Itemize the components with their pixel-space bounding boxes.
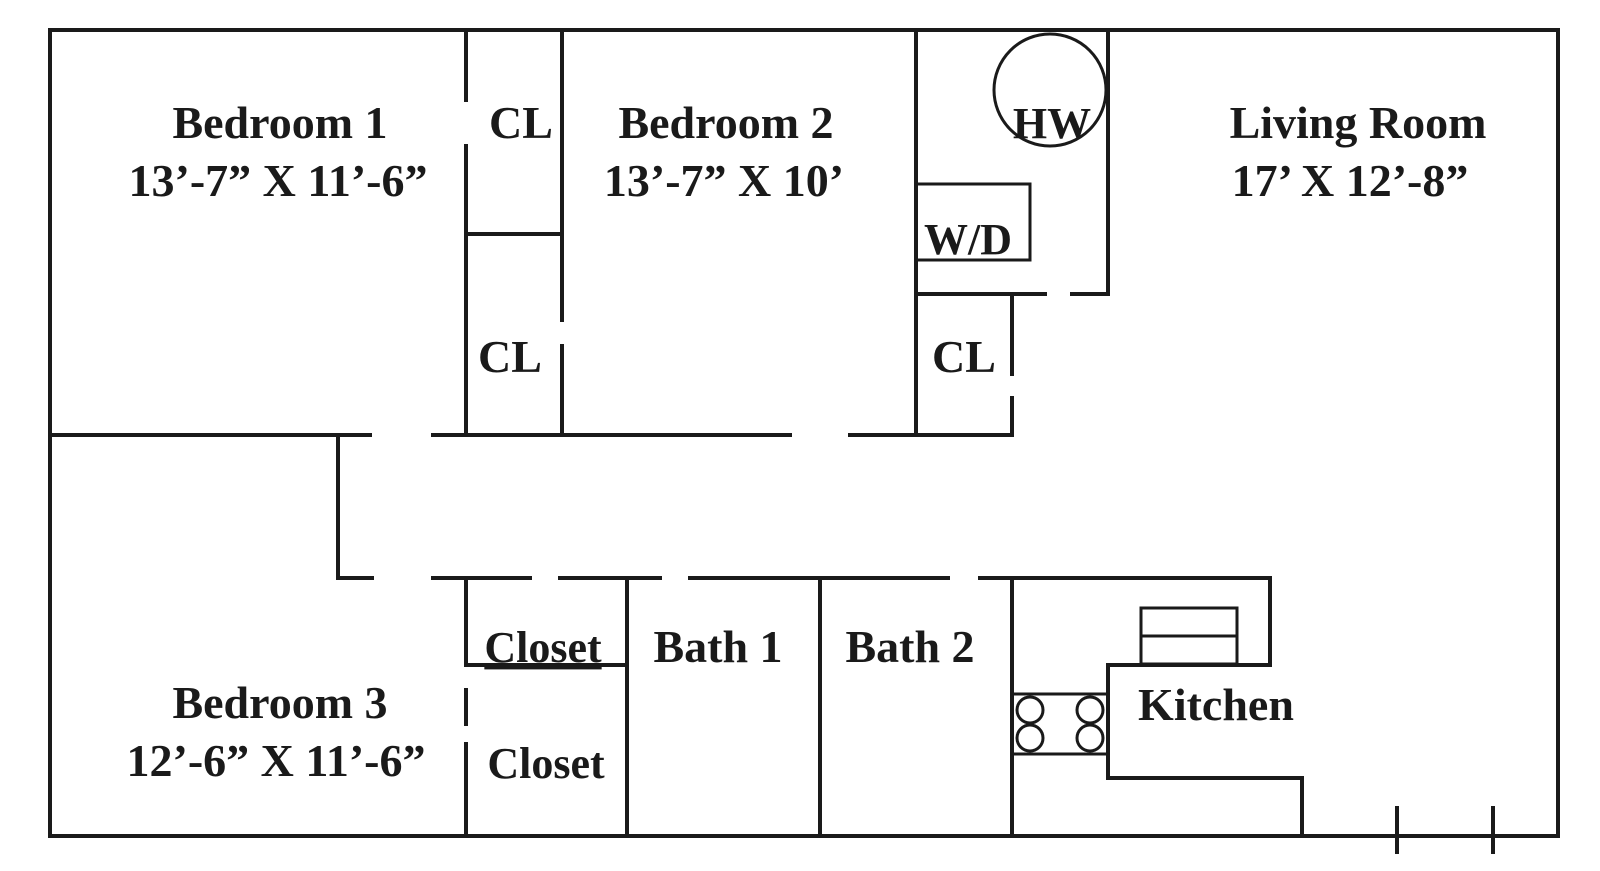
interior-walls	[48, 28, 1495, 854]
room-name: Bedroom 1	[172, 97, 387, 148]
washer-dryer-label: W/D	[924, 215, 1012, 264]
burner-icon	[1015, 723, 1045, 753]
room-bath-1: Bath 1	[653, 621, 782, 672]
room-dimensions: 13’-7” X 11’-6”	[129, 155, 428, 206]
water-heater-label: HW	[1013, 99, 1091, 148]
closet-label-top: CL	[489, 97, 553, 148]
burner-icon	[1015, 695, 1045, 725]
closet-label-upper: Closet	[484, 623, 602, 672]
washer-dryer-icon	[914, 182, 1032, 262]
water-heater-icon	[992, 32, 1108, 148]
room-bath-2: Bath 2	[845, 621, 974, 672]
room-living-room: Living Room 17’ X 12’-8”	[1230, 97, 1487, 206]
closet-label-right: CL	[932, 331, 996, 382]
room-name: Bedroom 3	[172, 677, 387, 728]
burner-icon	[1075, 695, 1105, 725]
closet-label-lower: Closet	[487, 739, 605, 788]
washer-dryer: W/D	[914, 182, 1032, 264]
room-kitchen: Kitchen	[1138, 679, 1294, 730]
room-dimensions: 17’ X 12’-8”	[1232, 155, 1469, 206]
burner-icon	[1075, 723, 1105, 753]
room-dimensions: 12’-6” X 11’-6”	[127, 735, 426, 786]
room-bedroom-3: Bedroom 3 12’-6” X 11’-6”	[127, 677, 426, 786]
room-dimensions: 13’-7” X 10’	[604, 155, 844, 206]
outer-walls	[48, 28, 1560, 838]
room-bedroom-2: Bedroom 2 13’-7” X 10’	[604, 97, 844, 206]
closet-label-middle: CL	[478, 331, 542, 382]
room-bedroom-1: Bedroom 1 13’-7” X 11’-6”	[129, 97, 428, 206]
room-name: Living Room	[1230, 97, 1487, 148]
water-heater: HW	[992, 32, 1108, 148]
stove	[1010, 692, 1110, 756]
stove-icon	[1010, 692, 1110, 756]
room-name: Bedroom 2	[618, 97, 833, 148]
kitchen-appliance	[1139, 606, 1239, 666]
